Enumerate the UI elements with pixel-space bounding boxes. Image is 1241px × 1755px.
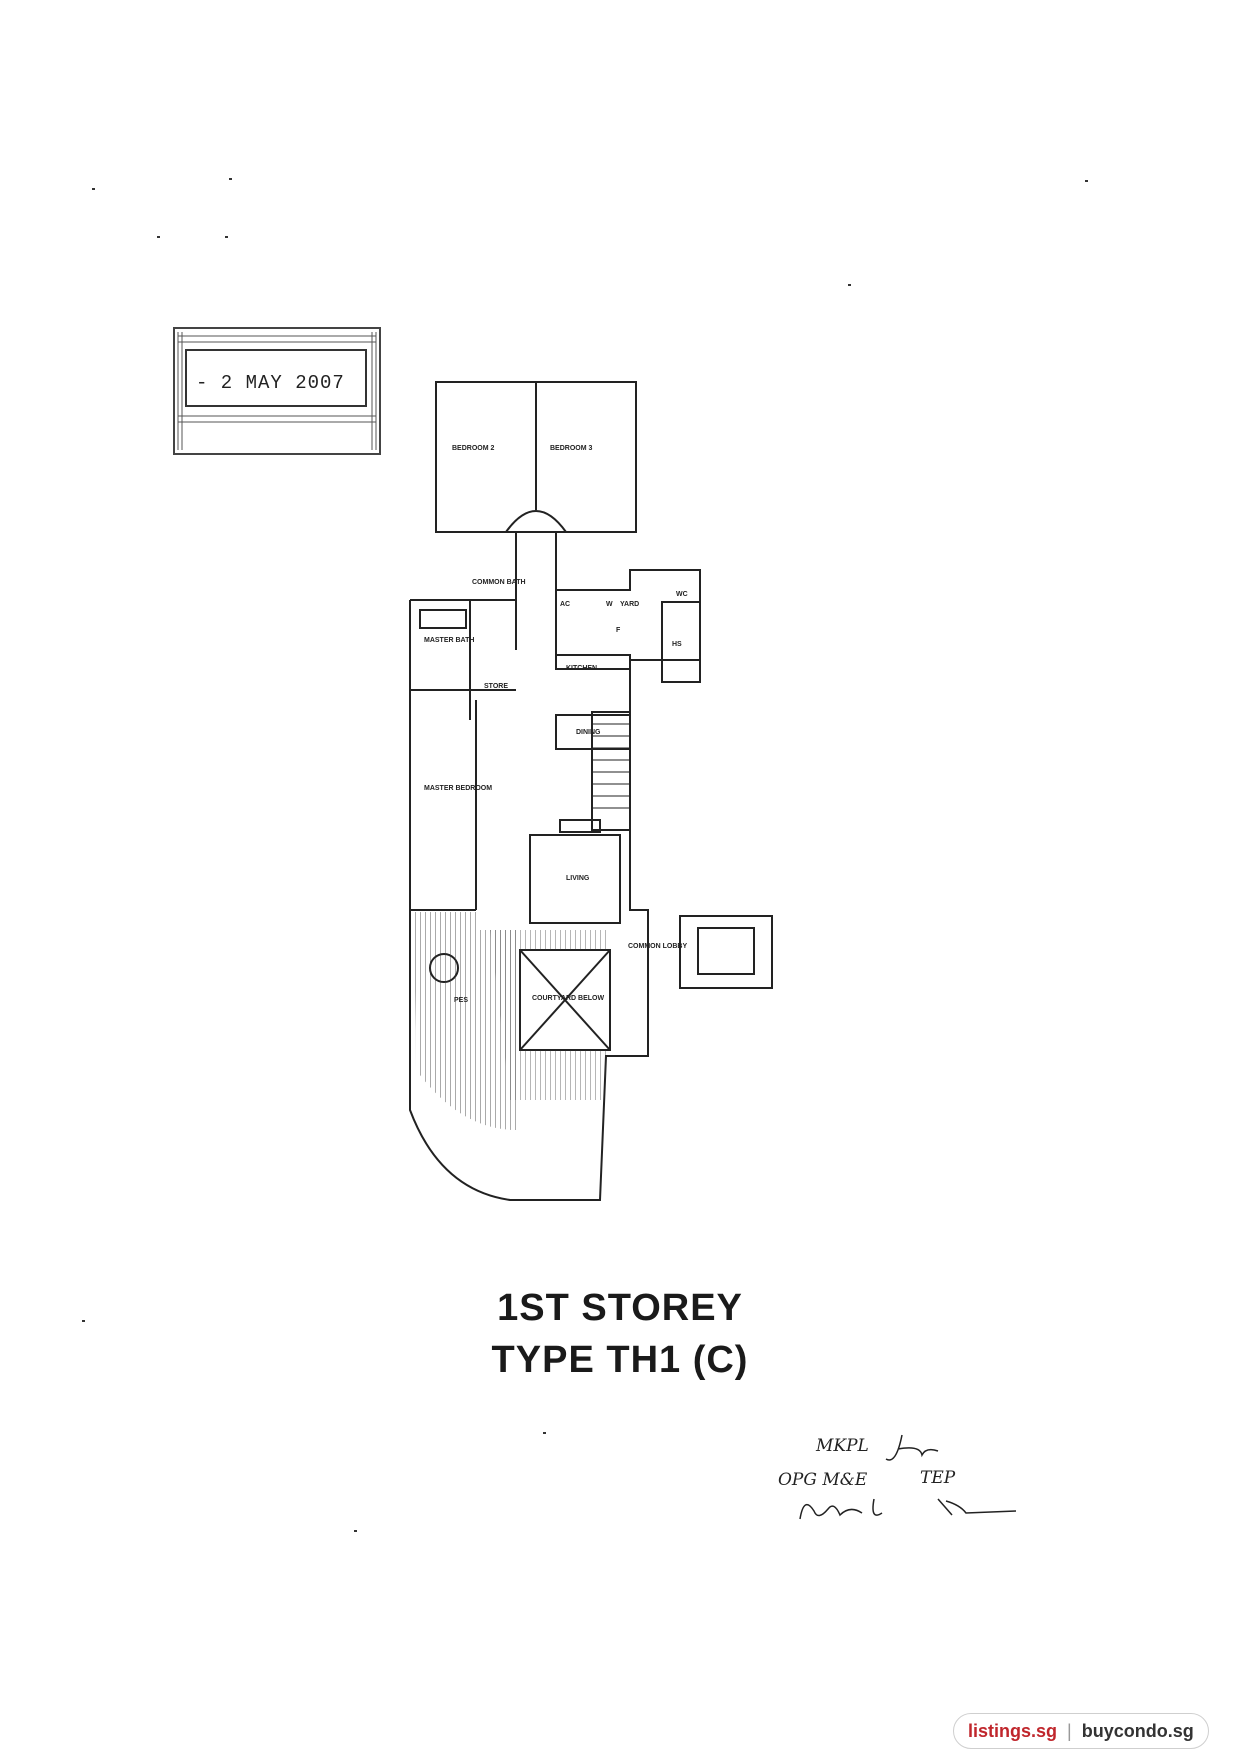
plan-title: 1ST STOREY TYPE TH1 (C) [420, 1282, 820, 1386]
footer-site-buycondo[interactable]: buycondo.sg [1081, 1720, 1194, 1741]
room-bedroom3: BEDROOM 3 [550, 445, 593, 452]
signature-opg: OPG M&E [778, 1470, 868, 1490]
room-bedroom2: BEDROOM 2 [452, 445, 495, 452]
floor-plan: BEDROOM 2 BEDROOM 3 COMMON BATH MASTER B… [409, 381, 773, 1201]
room-f: F [616, 627, 621, 634]
scan-speck [1085, 180, 1088, 182]
stamp-date: - 2 MAY 2007 [196, 372, 345, 394]
footer-separator: | [1067, 1720, 1072, 1741]
signature-scrawl [799, 1498, 883, 1520]
scan-speck [92, 188, 95, 190]
staircase [591, 711, 631, 831]
room-store: STORE [484, 683, 508, 690]
scan-speck [848, 284, 851, 286]
room-kitchen: KITCHEN [566, 665, 597, 672]
received-stamp [173, 327, 381, 455]
scan-speck [225, 236, 228, 238]
room-common-lobby: COMMON LOBBY [628, 943, 687, 950]
signature-scrawl [885, 1434, 939, 1461]
room-dining: DINING [576, 729, 601, 736]
signature-mkpl: MKPL [815, 1436, 869, 1456]
footer-watermark: listings.sg | buycondo.sg [953, 1713, 1209, 1749]
room-common-bath: COMMON BATH [472, 579, 526, 586]
signature-scrawl [937, 1498, 1017, 1516]
living-set [529, 834, 621, 924]
room-w: W [606, 601, 613, 608]
room-wc: WC [676, 591, 688, 598]
title-type: TYPE TH1 (C) [491, 1339, 749, 1381]
room-yard: YARD [620, 601, 639, 608]
scan-speck [229, 178, 232, 180]
room-pes: PES [454, 997, 468, 1004]
room-master-bedroom: MASTER BEDROOM [424, 785, 492, 792]
signature-tep: TEP [920, 1468, 956, 1488]
room-master-bath: MASTER BATH [424, 637, 474, 644]
room-living: LIVING [566, 875, 590, 882]
scan-speck [543, 1432, 546, 1434]
scan-speck [82, 1320, 85, 1322]
lift-core [679, 915, 773, 989]
scan-speck [157, 236, 160, 238]
title-storey: 1ST STOREY [497, 1287, 743, 1329]
main-outline [409, 569, 701, 1201]
scan-speck [354, 1530, 357, 1532]
room-hs: HS [672, 641, 682, 648]
handwritten-signatures: MKPL OPG M&E TEP [778, 1434, 1017, 1520]
footer-site-listings[interactable]: listings.sg [968, 1720, 1058, 1741]
room-ac: AC [560, 601, 570, 608]
room-courtyard-below: COURTYARD BELOW [532, 995, 604, 1002]
